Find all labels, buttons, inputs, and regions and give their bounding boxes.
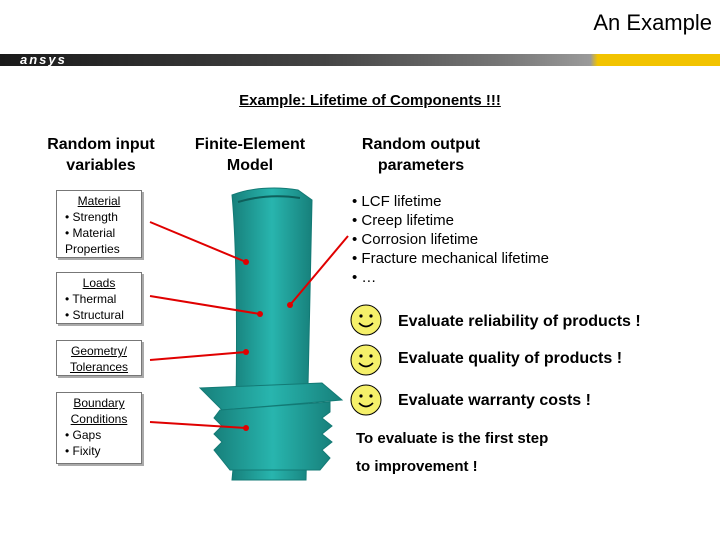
- connector-dot: [257, 311, 263, 317]
- model-heading: Finite-Element Model: [194, 136, 306, 174]
- input-box-item: • Strength: [65, 210, 118, 224]
- conclusion-line: To evaluate is the first step: [356, 430, 549, 447]
- evaluation-text: Evaluate quality of products !: [398, 350, 623, 367]
- ansys-logo: ansys: [20, 52, 67, 67]
- inputs-heading: Random input variables: [47, 136, 155, 174]
- header-bar: [0, 54, 720, 66]
- input-box-item: • Fixity: [65, 444, 101, 458]
- connector-boundary: [149, 421, 247, 429]
- turbine-blade: [198, 187, 344, 481]
- connector-loads: [149, 295, 261, 315]
- smiley-icon: [350, 344, 382, 376]
- output-parameter-list: • LCF lifetime • Creep lifetime • Corros…: [352, 192, 612, 287]
- connector-material: [149, 221, 247, 263]
- output-item: • …: [352, 269, 377, 286]
- input-box-loads: Loads • Thermal • Structural: [56, 272, 142, 324]
- connector-lines: [149, 221, 349, 431]
- input-box-title: Material: [77, 194, 121, 208]
- input-box-title: Loads: [82, 276, 116, 290]
- connector-output: [289, 235, 349, 306]
- output-item: • Fracture mechanical lifetime: [352, 250, 549, 267]
- conclusion-text: To evaluate is the first step to improve…: [356, 425, 656, 481]
- slide-subtitle: Example: Lifetime of Components !!!: [239, 92, 501, 109]
- input-box-item: • Material Properties: [65, 226, 120, 256]
- output-item: • LCF lifetime: [352, 193, 442, 210]
- connector-geometry: [149, 351, 247, 361]
- connector-dot: [243, 425, 249, 431]
- input-box-item: • Structural: [65, 308, 124, 322]
- output-item: • Creep lifetime: [352, 212, 454, 229]
- output-item: • Corrosion lifetime: [352, 231, 479, 248]
- smiley-icon: [350, 304, 382, 336]
- slide-title: An Example: [593, 10, 712, 35]
- smiley-icon: [350, 384, 382, 416]
- input-box-boundary: Boundary Conditions • Gaps • Fixity: [56, 392, 142, 464]
- input-box-geometry: Geometry/ Tolerances: [56, 340, 142, 376]
- input-box-title: Boundary Conditions: [70, 396, 128, 426]
- evaluation-text: Evaluate reliability of products !: [398, 313, 641, 330]
- input-box-item: • Thermal: [65, 292, 117, 306]
- connector-dot: [243, 259, 249, 265]
- connector-dot: [243, 349, 249, 355]
- connector-dot: [287, 302, 293, 308]
- input-box-material: Material • Strength • Material Propertie…: [56, 190, 142, 258]
- outputs-heading: Random output parameters: [361, 136, 481, 174]
- evaluation-text: Evaluate warranty costs !: [398, 392, 591, 409]
- input-box-item: • Gaps: [65, 428, 102, 442]
- input-box-title: Geometry/ Tolerances: [69, 344, 129, 374]
- conclusion-line: to improvement !: [356, 458, 478, 475]
